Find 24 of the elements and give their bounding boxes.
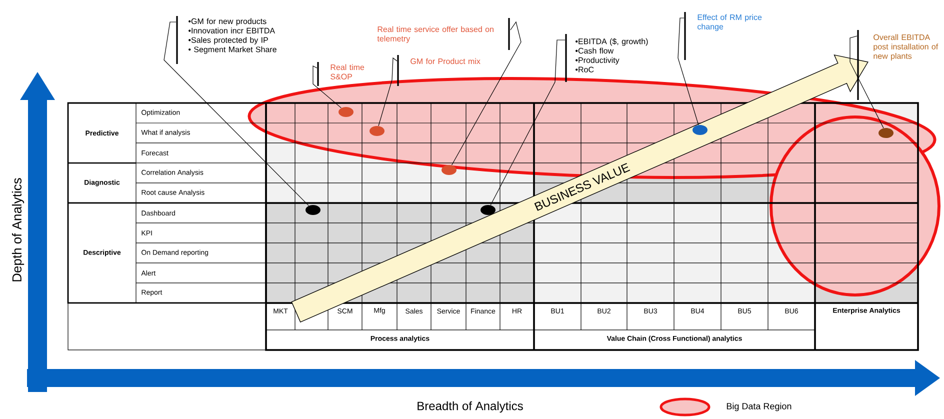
leader-line	[312, 66, 342, 108]
callout-text: Overall EBITDA post installation of new plants	[874, 34, 938, 60]
axis-label: Depth of Analytics	[12, 178, 24, 282]
marker-dot	[370, 126, 384, 136]
axis-label: Breadth of Analytics	[418, 401, 523, 413]
callout-text: •EBITDA ($, growth) •Cash flow •Productivity •RoC	[576, 38, 648, 72]
marker-dot	[306, 204, 320, 215]
leader-line	[850, 36, 884, 128]
callout-text: •GM for new products •Innovation incr EBITDA •Sales protected by IP • Segment Market Share	[188, 18, 276, 54]
marker-dot	[692, 124, 708, 135]
leader-line	[378, 57, 398, 126]
marker-dot	[338, 106, 354, 117]
callout-text: Real time service offer based on telemetry	[377, 26, 494, 44]
callout-text: GM for Product mix	[410, 58, 480, 64]
callout-text: Real time S&OP	[330, 64, 364, 80]
callout-text: Effect of RM price change	[698, 14, 762, 32]
leader-line	[678, 18, 699, 126]
legend-label: Big Data Region	[726, 402, 792, 412]
marker-dot	[480, 204, 496, 215]
marker-dot	[878, 128, 894, 138]
leader-line	[451, 21, 522, 166]
marker-dot	[442, 164, 456, 175]
leader-line	[164, 22, 310, 206]
leader-line	[490, 40, 566, 206]
